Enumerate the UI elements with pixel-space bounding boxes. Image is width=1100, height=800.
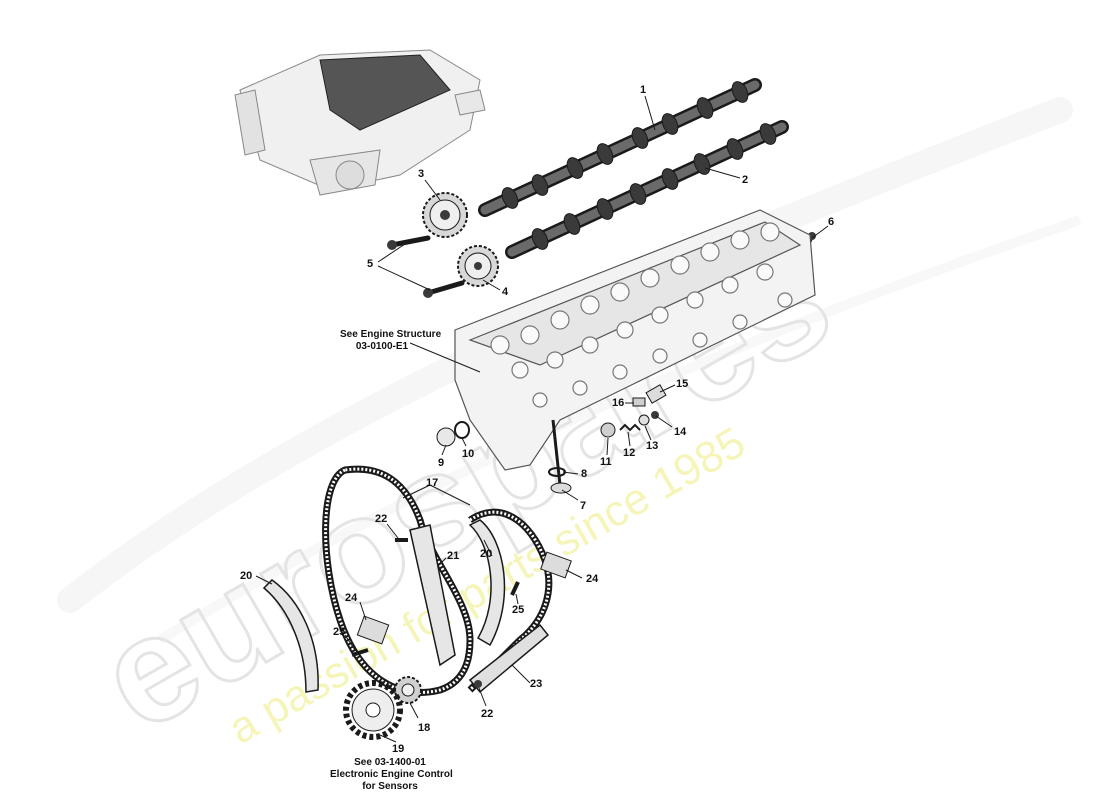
tensioner-15 [645,384,667,404]
chain-tensioner-24-left [356,615,390,645]
callout-18: 18 [418,722,431,734]
plug-16 [632,397,646,407]
guide-bolt-25-left [351,648,369,657]
note-engine-structure: See Engine Structure 03-0100-E1 [340,329,442,353]
exhaust-valve [550,419,572,494]
leader-lines [255,95,829,743]
chain-tensioner-24-right [540,551,572,579]
callout-14: 14 [674,426,687,438]
tensioner-rail-23 [468,623,550,694]
note-engine-control-line3: for Sensors [362,781,418,792]
callout-16: 16 [612,397,625,409]
chain-guide-21 [409,524,456,667]
callout-19: 19 [392,743,405,755]
cam-sprocket-3 [422,192,468,238]
cam-sprocket-4 [457,245,499,287]
callout-25-left: 25 [333,626,346,638]
sprocket-bolt-upper [387,235,431,250]
callout-12: 12 [623,447,636,459]
callout-20-right: 20 [480,548,493,560]
guide-bolt-22-lower [474,680,482,688]
note-engine-control-line1: See 03-1400-01 [354,757,426,768]
camshaft-1 [478,78,762,217]
callout-22-lower: 22 [481,708,494,720]
trigger-wheel-19 [343,680,403,740]
note-engine-control: See 03-1400-01 Electronic Engine Control… [330,757,453,793]
callout-10: 10 [462,448,475,460]
note-engine-structure-line1: See Engine Structure [340,329,442,340]
callout-1: 1 [640,84,647,96]
callout-11: 11 [600,456,612,468]
callout-9: 9 [438,457,445,469]
callout-6: 6 [828,216,835,228]
callout-4: 4 [502,286,509,298]
note-engine-structure-line2: 03-0100-E1 [355,341,409,352]
callout-5: 5 [367,258,374,270]
callout-3: 3 [418,168,425,180]
callout-24-right: 24 [586,573,599,585]
note-engine-control-line2: Electronic Engine Control [330,769,453,780]
callout-8: 8 [581,468,588,480]
valve-cap-9 [436,427,456,447]
callout-21: 21 [447,550,460,562]
callout-23: 23 [530,678,543,690]
callout-22-upper: 22 [375,513,388,525]
callout-2: 2 [742,174,749,186]
callout-17: 17 [426,477,439,489]
sprocket-bolt-lower [423,280,465,298]
callout-25-right: 25 [512,604,525,616]
chain-guide-20-right [468,519,506,647]
engine-overview-thumbnail [234,49,486,196]
callout-13: 13 [646,440,659,452]
callout-20-left: 20 [240,570,253,582]
cylinder-head [454,209,816,471]
camshaft-2 [505,120,789,259]
callout-24-left: 24 [345,592,358,604]
guide-bolt-25-right [510,581,520,596]
callout-7: 7 [580,500,587,512]
retainer-13 [638,414,650,426]
chain-guide-20-left [262,579,319,693]
spring-12 [619,423,641,432]
callout-15: 15 [676,378,689,390]
lifter-11 [600,422,616,438]
crank-sprocket-18 [394,676,422,704]
